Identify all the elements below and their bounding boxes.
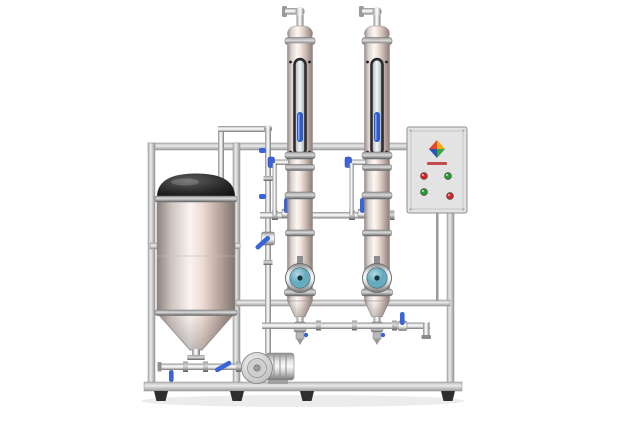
frame-lower-crossbar <box>235 299 451 307</box>
manifold-clamp <box>349 210 355 220</box>
riser-clamp-handle <box>259 194 266 199</box>
bottom-manifold-pipe <box>262 322 430 329</box>
manifold-clamp <box>352 320 357 331</box>
top-transfer-pipe <box>218 126 270 132</box>
pump-base <box>268 380 288 384</box>
needle-valve-knob <box>380 332 386 338</box>
manifold-clamp <box>316 320 321 331</box>
bottom-manifold <box>262 312 431 345</box>
tank-cone-shade <box>157 313 235 350</box>
tank-body <box>156 196 236 314</box>
suction-valve-handle <box>169 370 174 382</box>
tank-outlet-stub <box>192 349 200 357</box>
manifold-clamp <box>390 210 395 220</box>
foot <box>154 391 168 401</box>
pump-hub <box>253 364 261 372</box>
light-glint <box>448 194 450 196</box>
manifold-end-elbow <box>423 322 430 336</box>
tank-top-band <box>154 195 238 203</box>
riser-clamp-handle <box>259 148 266 153</box>
suction-clamp <box>203 361 208 372</box>
dome-highlight <box>171 178 199 186</box>
riser-clamp-ring <box>263 260 273 265</box>
needle-valve-body <box>372 331 382 340</box>
tank-outlet-clamp <box>187 355 205 360</box>
suction-line <box>157 360 246 382</box>
foot <box>300 391 314 401</box>
panel-screw <box>409 129 412 132</box>
suction-clamp <box>236 361 241 372</box>
brand-wordmark <box>427 162 447 165</box>
riser-valve-handle <box>255 235 271 250</box>
needle-valve-tip <box>373 339 381 345</box>
foot <box>441 391 455 401</box>
logo-quadrant-orange <box>437 140 445 149</box>
foot <box>230 391 244 401</box>
mid-manifold-pipe <box>260 212 394 219</box>
light-glint <box>422 190 424 192</box>
indicator-light-red-1 <box>420 172 428 180</box>
manifold-clamp <box>272 210 278 220</box>
feed-piping <box>218 125 275 358</box>
control-panel <box>406 126 468 214</box>
needle-valve-tip <box>296 339 304 345</box>
light-glint <box>446 174 448 176</box>
suction-clamp <box>183 361 188 372</box>
needle-valve-knob <box>303 332 309 338</box>
indicator-light-green-1 <box>444 172 452 180</box>
brand-logo-icon <box>429 140 445 158</box>
manifold-clamp <box>392 320 397 331</box>
panel-screw <box>409 208 412 211</box>
membrane-column-1 <box>267 5 316 333</box>
panel-screw <box>462 129 465 132</box>
logo-quadrant-green <box>437 149 445 158</box>
drain-valve-handle <box>400 312 405 325</box>
suction-valve-handle <box>214 360 232 373</box>
skid-feet <box>154 391 455 401</box>
tank-dome-cap <box>157 173 235 197</box>
panel-screw <box>462 208 465 211</box>
frame-base-rail <box>143 381 463 392</box>
indicator-light-green-2 <box>420 188 428 196</box>
manifold-end-cap <box>421 335 431 339</box>
centrifugal-pump <box>241 352 295 384</box>
tank-cone-band <box>154 309 238 316</box>
panel-conduit <box>436 213 439 301</box>
logo-quadrant-blue <box>429 149 437 158</box>
suction-end-cap <box>157 362 162 372</box>
light-glint <box>422 174 424 176</box>
panel-door-inset <box>410 130 464 210</box>
frame-left-post <box>147 142 156 390</box>
riser-clamp-ring <box>263 176 273 181</box>
membrane-column-2 <box>344 5 393 333</box>
panel-box <box>406 126 468 214</box>
needle-valve-body <box>295 331 305 340</box>
tank-return-drop-pipe <box>218 126 224 180</box>
logo-quadrant-red <box>429 140 437 149</box>
indicator-light-red-2 <box>446 192 454 200</box>
manifold-valve-handle <box>360 198 365 213</box>
feed-tank <box>154 173 238 360</box>
